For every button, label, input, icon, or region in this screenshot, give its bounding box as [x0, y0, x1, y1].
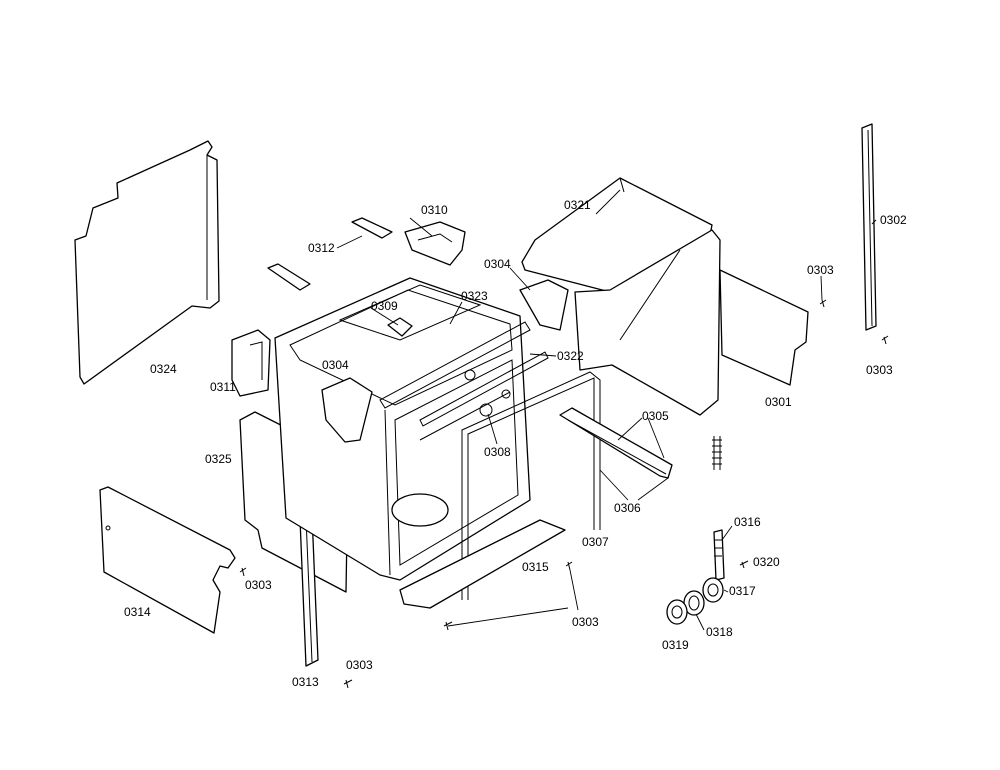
label-0305: 0305: [642, 409, 669, 423]
label-0303: 0303: [807, 263, 834, 277]
part-0320-screw: [739, 560, 749, 569]
label-0309: 0309: [371, 299, 398, 313]
part-0314-kick-panel: [99, 486, 236, 634]
label-0303: 0303: [866, 363, 893, 377]
part-0301-side-panel: [574, 229, 809, 416]
label-0304: 0304: [322, 358, 349, 372]
label-0303: 0303: [572, 615, 599, 629]
label-0303: 0303: [346, 658, 373, 672]
label-0324: 0324: [150, 362, 177, 376]
label-0319: 0319: [662, 638, 689, 652]
part-0304-bracket-right: [519, 279, 569, 331]
label-0302: 0302: [880, 213, 907, 227]
label-0301: 0301: [765, 395, 792, 409]
label-0310: 0310: [421, 203, 448, 217]
label-0317: 0317: [729, 584, 756, 598]
part-spring: [712, 436, 722, 470]
part-0305-rail: [559, 407, 673, 479]
part-0317-elbow: [702, 577, 724, 603]
label-0312: 0312: [308, 241, 335, 255]
label-0323: 0323: [461, 289, 488, 303]
label-0307: 0307: [582, 535, 609, 549]
part-0322-frame: [379, 321, 549, 427]
part-0312-clip: [267, 217, 393, 291]
label-0313: 0313: [292, 675, 319, 689]
label-0318: 0318: [706, 625, 733, 639]
label-0314: 0314: [124, 605, 151, 619]
label-0320: 0320: [753, 555, 780, 569]
part-0304-bracket: [321, 377, 373, 443]
part-0308-hardware: [464, 369, 511, 417]
part-0319-nut: [666, 599, 688, 625]
part-labels: 0301 0302 0303 0303 0303 0303 0303 0304 …: [124, 198, 907, 689]
label-0321: 0321: [564, 198, 591, 212]
part-0302-strip: [861, 123, 877, 331]
label-0322: 0322: [557, 349, 584, 363]
part-0315-base-plate: [399, 519, 566, 609]
part-0310-connector: [404, 221, 466, 266]
part-0316-stem: [713, 529, 725, 581]
label-0308: 0308: [484, 445, 511, 459]
part-0311-bracket: [231, 329, 271, 397]
label-0304: 0304: [484, 257, 511, 271]
part-0303-screws: [239, 299, 889, 689]
label-0306: 0306: [614, 501, 641, 515]
leader-lines: [336, 189, 877, 631]
part-0324-side-panel: [74, 140, 220, 385]
label-0325: 0325: [205, 452, 232, 466]
label-0316: 0316: [734, 515, 761, 529]
label-0315: 0315: [522, 560, 549, 574]
label-0303: 0303: [245, 578, 272, 592]
label-0311: 0311: [210, 380, 236, 394]
